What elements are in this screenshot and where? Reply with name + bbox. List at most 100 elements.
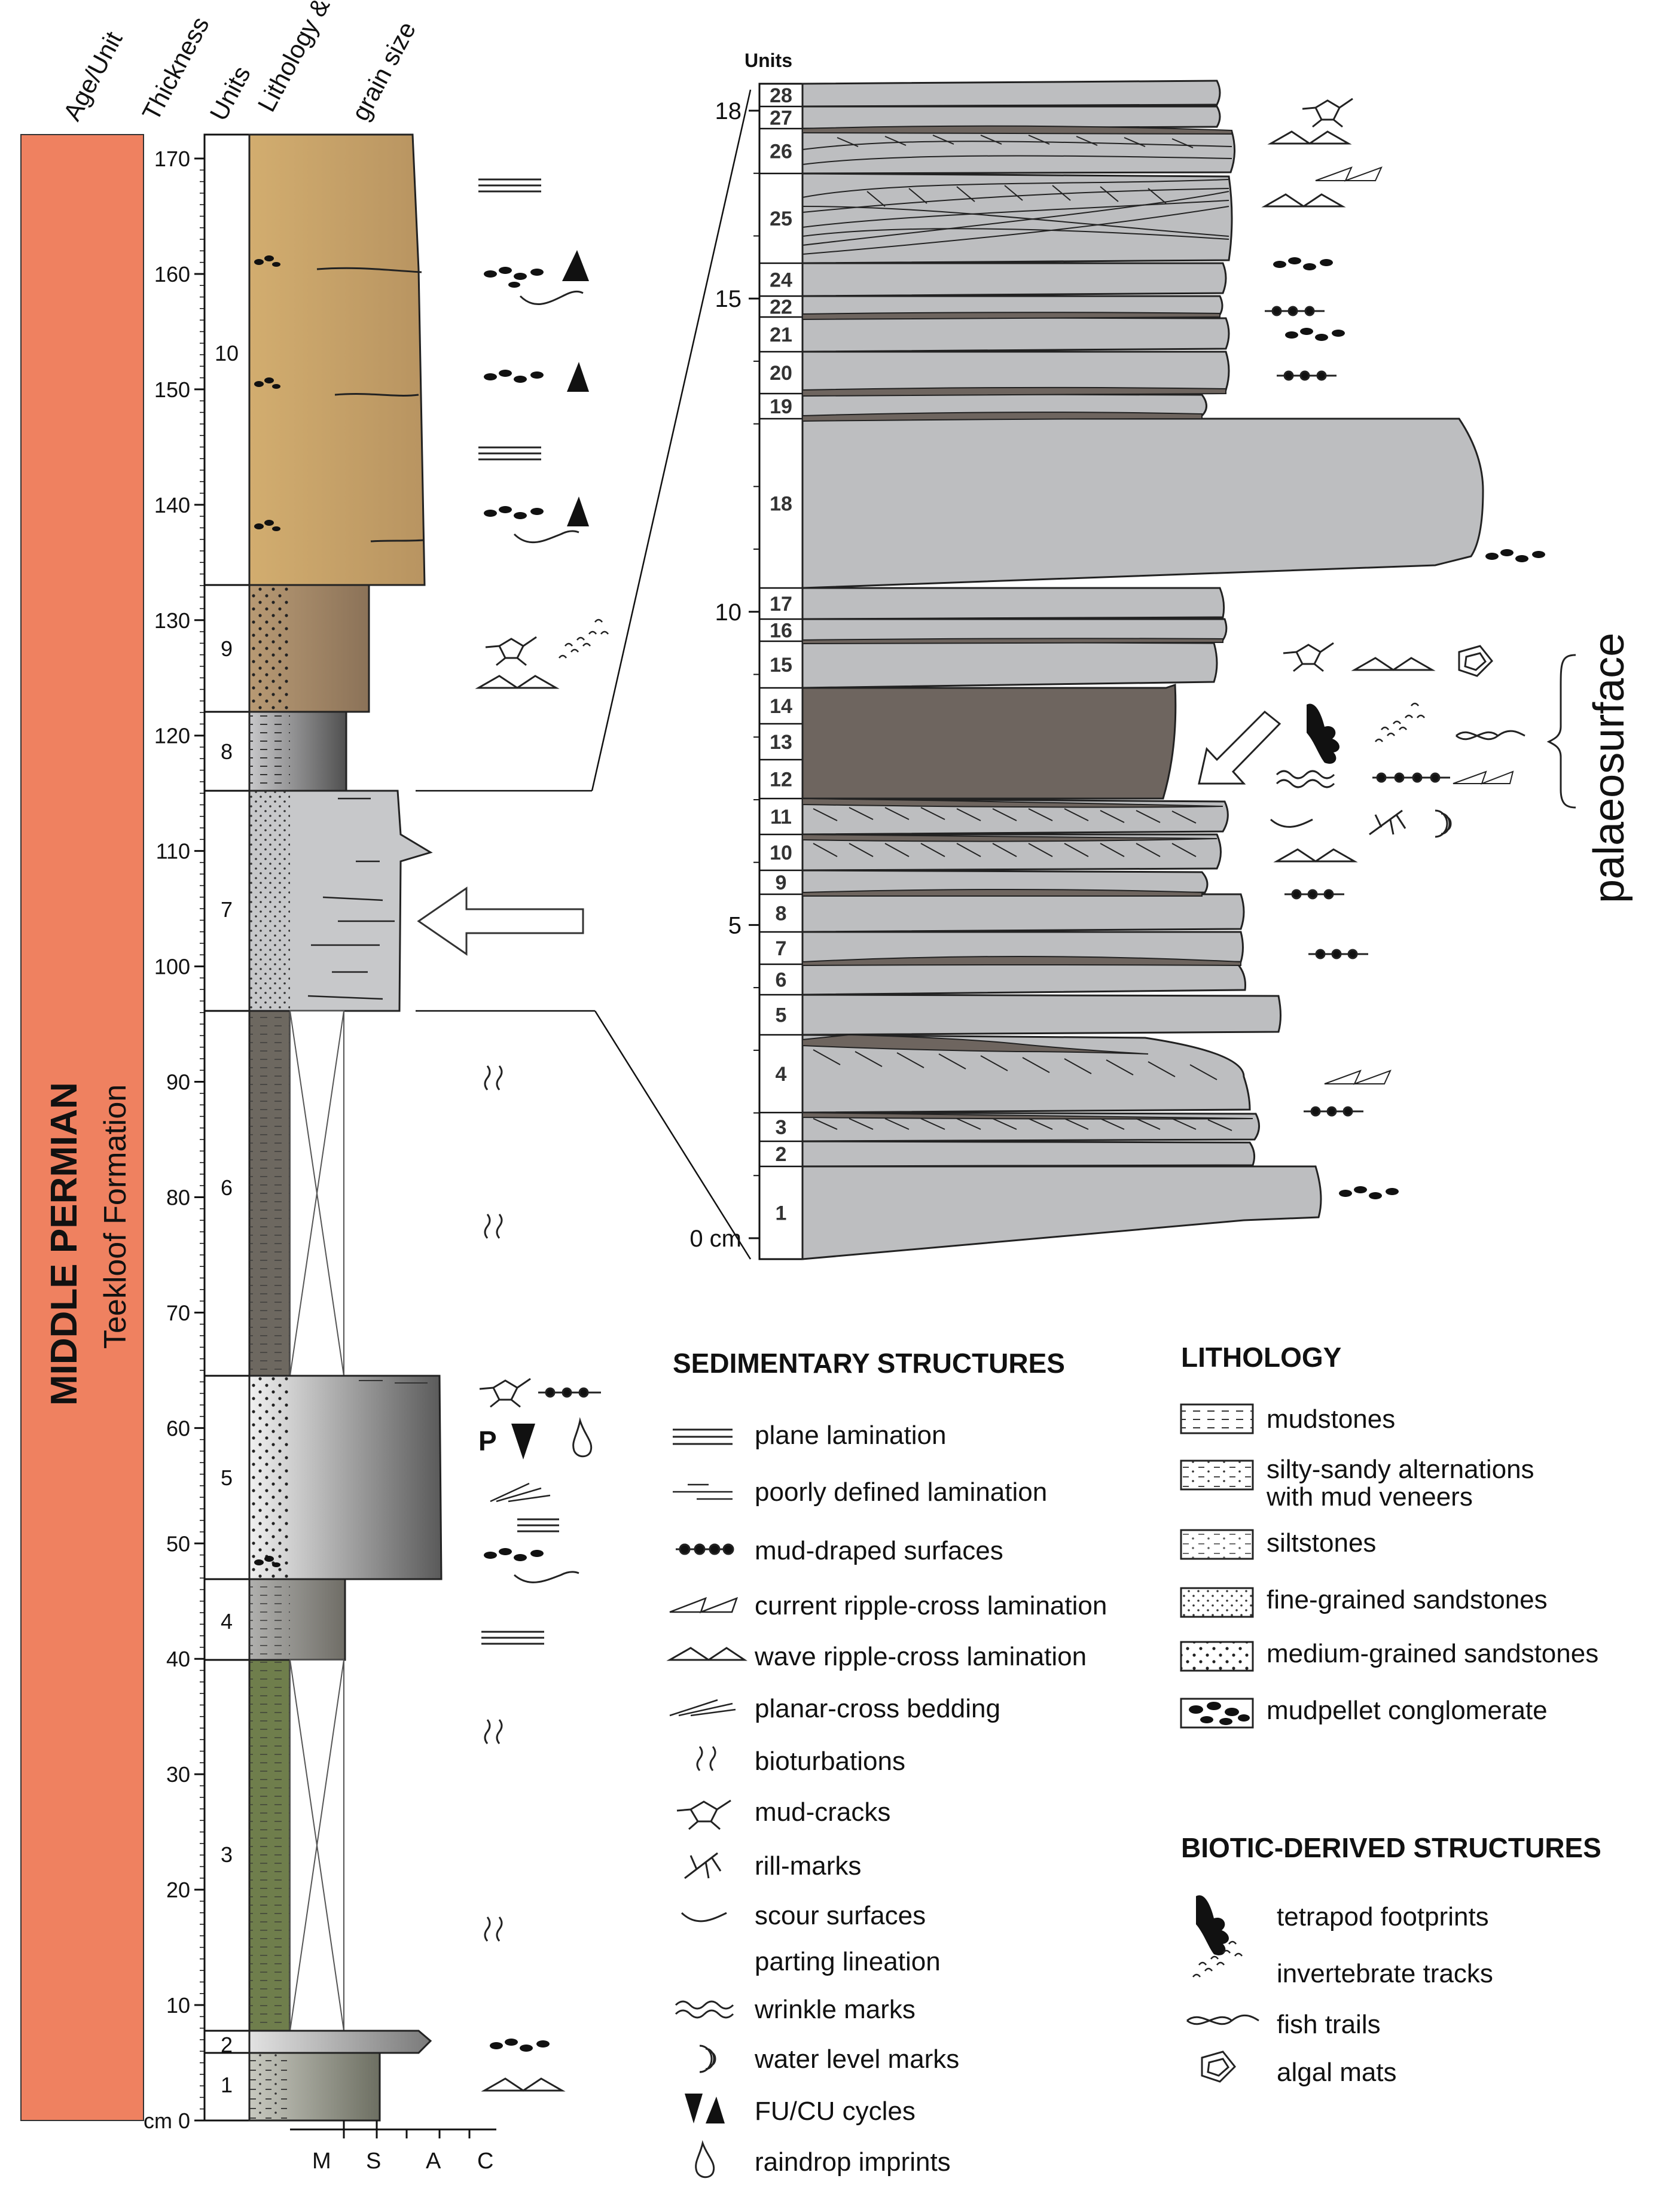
detail-units-column: [758, 83, 804, 1260]
detail-structure-symbols: [1198, 98, 1576, 1199]
main-structure-symbols: [475, 178, 609, 2092]
legend-fine-sandstone-swatch: [1180, 1587, 1254, 1618]
thickness-tick-label: 70: [166, 1300, 190, 1325]
detail-tick-label: 15: [715, 286, 742, 312]
mudpellet-icon: [490, 2039, 550, 2052]
detail-unit-label: 22: [770, 296, 792, 319]
detail-tick-label: 18: [715, 98, 742, 124]
detail-bed-12-14: [801, 683, 1177, 800]
plane-lamination-icon: [481, 1631, 544, 1645]
header-grain-size: grain size: [346, 17, 421, 125]
thickness-tick-label: 160: [154, 262, 190, 287]
legend-label-siltstone-swatch: siltstones: [1267, 1528, 1377, 1558]
header-lithology: Lithology & color: [252, 0, 364, 116]
tetrapod-footprint-icon: [1307, 703, 1339, 764]
lithology-mudpellets: [254, 255, 280, 1567]
grain-label-a: A: [426, 2149, 441, 2174]
legend-lithology-title: LITHOLOGY: [1181, 1342, 1342, 1373]
detail-unit-label: 25: [770, 208, 792, 230]
thickness-axis: cm 0102030405060708090100110120130140150…: [144, 147, 205, 2133]
palaeosurface-brace: [1546, 654, 1576, 809]
thickness-tick-label: 140: [154, 493, 190, 517]
legend-label-raindrop-imprints: raindrop imprints: [755, 2147, 951, 2177]
detail-unit-label: 21: [770, 324, 792, 346]
legend-label-mudstone-swatch: mudstones: [1267, 1404, 1396, 1434]
detail-bed-4: [801, 1034, 1251, 1114]
grain-size-labels: M S A C: [312, 2149, 493, 2174]
mud-draped-surfaces-icon: [1308, 949, 1368, 959]
detail-bed-2: [801, 1140, 1256, 1168]
wave-ripple-icon: [1351, 657, 1436, 671]
legend-label-mud-draped-surfaces: mud-draped surfaces: [755, 1536, 1003, 1565]
legend-label-continued: with mud veneers: [1267, 1482, 1473, 1512]
thickness-tick-label: 60: [166, 1416, 190, 1440]
bioturbation-icon: [484, 1214, 503, 1239]
legend-mudstone-swatch: [1180, 1403, 1254, 1434]
header-units: Units: [204, 62, 255, 126]
detail-unit-label: 1: [776, 1202, 787, 1225]
legend-label-tetrapod-footprint: tetrapod footprints: [1277, 1902, 1489, 1931]
formation-label: Teekloof Formation: [98, 1084, 133, 1349]
detail-unit-label: 8: [776, 903, 787, 925]
legend-sedimentary-title: SEDIMENTARY STRUCTURES: [673, 1348, 1065, 1379]
planar-cross-bedding-icon: [490, 1482, 551, 1503]
palaeosurface-label: palaeosurface: [1585, 633, 1633, 903]
unit-label: 4: [221, 1609, 233, 1634]
detail-unit-label: 17: [770, 593, 792, 616]
legend-label-plane-lamination: plane lamination: [755, 1421, 947, 1450]
detail-units-header: Units: [744, 50, 792, 71]
detail-tick-label: 5: [728, 912, 742, 939]
unit-5-laminae: [359, 1380, 428, 1384]
detail-bed-15: [801, 640, 1218, 689]
legend-silty-sandy-swatch: [1180, 1460, 1254, 1491]
detail-unit-label: 9: [776, 872, 787, 894]
bed-unit-10: [248, 133, 426, 586]
legend-label-poorly-defined-lamination: poorly defined lamination: [755, 1477, 1048, 1507]
thickness-tick-label: 90: [166, 1070, 190, 1095]
bed-unit-2: [248, 2030, 432, 2054]
age-label: MIDDLE PERMIAN: [44, 1082, 85, 1406]
detail-bed-25: [801, 172, 1233, 264]
thickness-tick-label: 10: [166, 1993, 190, 2018]
detail-cross-laminae: [802, 135, 1232, 1131]
detail-bed-16: [801, 618, 1228, 642]
scour-surface-icon: [1270, 818, 1313, 828]
unit-label: 2: [221, 2033, 233, 2057]
header-age-unit: Age/Unit: [57, 27, 127, 126]
invertebrate-tracks-icon: [1375, 702, 1425, 742]
detail-unit-label: 5: [776, 1004, 787, 1027]
legend-label-fine-sandstone-swatch: fine-grained sandstones: [1267, 1585, 1548, 1614]
scour-surface-icon: [514, 1571, 579, 1583]
legend-label-invertebrate-tracks: invertebrate tracks: [1277, 1959, 1493, 1988]
mud-draped-surfaces-icon: [1277, 370, 1337, 381]
current-ripple-icon: [1324, 1070, 1392, 1085]
legend-wrinkle-icon: [675, 2000, 734, 2019]
unit-label: 8: [221, 739, 233, 764]
detail-bed-1: [801, 1165, 1322, 1260]
unit-label: 10: [215, 341, 239, 365]
legend-mud-draped-icon: [676, 1543, 734, 1555]
legend-label-current-ripple: current ripple-cross lamination: [755, 1591, 1107, 1620]
legend-label-planar-cross-bedding: planar-cross bedding: [755, 1694, 1000, 1723]
wave-ripple-icon: [1273, 848, 1358, 863]
legend-water-level-icon: [699, 2045, 716, 2073]
legend-label-mud-cracks: mud-cracks: [755, 1797, 891, 1827]
mud-draped-surfaces-icon: [1284, 889, 1344, 900]
legend-label-algal-mats: algal mats: [1277, 2058, 1397, 2087]
detail-unit-boundaries: 1234567891011121314151617181920212224252…: [759, 83, 803, 1225]
legend-medium-sandstone-swatch: [1180, 1641, 1254, 1672]
detail-unit-label: 7: [776, 937, 787, 960]
plane-lamination-icon: [517, 1518, 559, 1532]
algal-mats-icon: [1458, 645, 1494, 677]
thickness-tick-label: 50: [166, 1531, 190, 1556]
detail-unit-label: 11: [770, 806, 792, 828]
mudpellet-icon: [1339, 1186, 1399, 1199]
grain-label-s: S: [366, 2149, 381, 2174]
detail-unit-label: 20: [770, 362, 792, 385]
grain-label-m: M: [312, 2149, 331, 2174]
zoom-connectors: [416, 89, 752, 1260]
age-bar: [20, 134, 144, 2121]
thickness-tick-label: 110: [156, 839, 190, 864]
